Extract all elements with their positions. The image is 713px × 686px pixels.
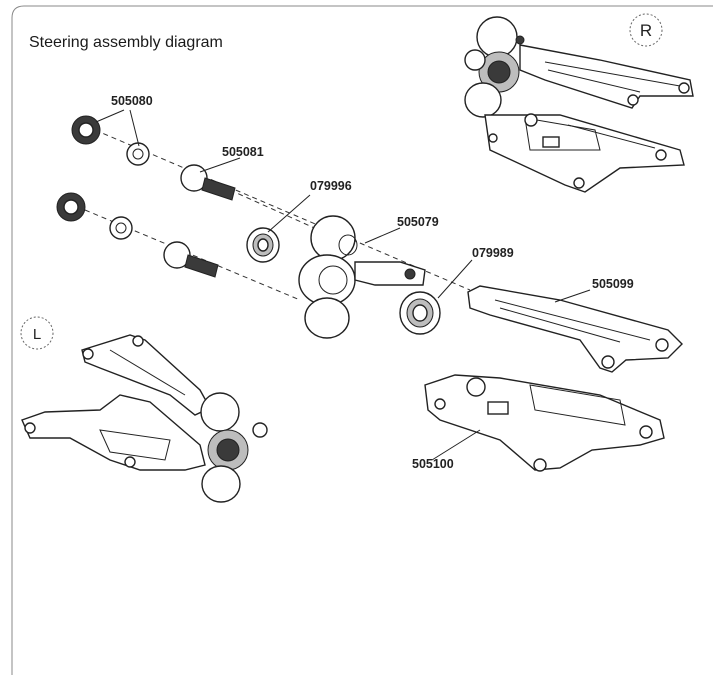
- left-side-badge: L: [20, 316, 54, 350]
- label-079989: 079989: [472, 246, 514, 260]
- right-side-badge: R: [629, 13, 663, 47]
- label-505100: 505100: [412, 457, 454, 471]
- left-assembled-arms-illustration: [21, 334, 268, 503]
- label-505080: 505080: [111, 94, 153, 108]
- leader-lines: [95, 109, 591, 461]
- label-079996: 079996: [310, 179, 352, 193]
- part-505081-upper: [180, 164, 236, 201]
- part-505079-steering-knuckle: [298, 215, 426, 339]
- right-assembled-arms-illustration: [464, 16, 694, 193]
- label-505099: 505099: [592, 277, 634, 291]
- part-079989-bearing: [399, 291, 441, 335]
- part-505100-lower-arm: [424, 374, 665, 472]
- diagram-title: Steering assembly diagram: [29, 34, 223, 51]
- part-505080-lower: [56, 192, 133, 240]
- label-505079: 505079: [397, 215, 439, 229]
- right-badge-letter: R: [640, 21, 652, 40]
- page-border: [11, 5, 713, 675]
- label-505081: 505081: [222, 145, 264, 159]
- part-505081-lower: [163, 241, 219, 278]
- part-505080-upper: [71, 115, 150, 166]
- left-badge-letter: L: [33, 326, 41, 343]
- part-505099-upper-arm: [467, 285, 683, 373]
- part-079996-bearing: [246, 227, 280, 263]
